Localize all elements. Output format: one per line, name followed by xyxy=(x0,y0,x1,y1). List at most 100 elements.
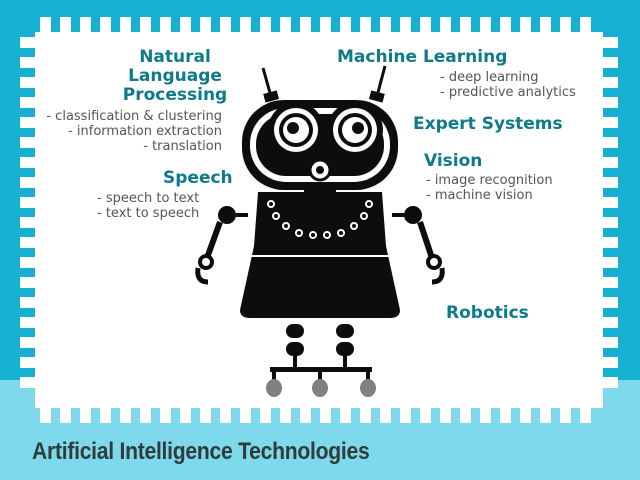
frame-segment xyxy=(602,177,618,188)
frame-segment xyxy=(520,407,531,423)
frame-segment xyxy=(220,407,231,423)
frame-segment xyxy=(220,17,231,33)
frame-segment xyxy=(180,407,191,423)
frame-segment xyxy=(300,17,311,33)
frame-segment xyxy=(602,337,618,348)
frame-segment xyxy=(100,407,111,423)
frame-segment xyxy=(400,17,411,33)
frame-segment xyxy=(60,407,71,423)
frame-segment xyxy=(160,407,171,423)
frame-segment xyxy=(20,357,36,368)
frame-segment xyxy=(602,77,618,88)
frame-segment xyxy=(560,17,571,33)
frame-segment xyxy=(280,407,291,423)
frame-segment xyxy=(200,17,211,33)
frame-segment xyxy=(460,17,471,33)
frame-segment xyxy=(20,257,36,268)
frame-segment xyxy=(580,407,591,423)
frame-segment xyxy=(20,177,36,188)
frame-segment xyxy=(240,17,251,33)
frame-segment xyxy=(120,17,131,33)
speech-item: - text to speech xyxy=(97,206,200,221)
frame-segment xyxy=(80,407,91,423)
frame-segment xyxy=(420,17,431,33)
frame-segment xyxy=(120,407,131,423)
frame-segment xyxy=(20,197,36,208)
frame-segment xyxy=(300,407,311,423)
frame-segment xyxy=(160,17,171,33)
frame-segment xyxy=(602,97,618,108)
frame-segment xyxy=(602,257,618,268)
robotics-heading: Robotics xyxy=(446,303,529,323)
speech-heading: Speech xyxy=(163,168,233,188)
vision-item: - machine vision xyxy=(426,188,533,203)
frame-segment xyxy=(400,407,411,423)
frame-segment xyxy=(60,17,71,33)
frame-segment xyxy=(240,407,251,423)
nlp-heading-line: Processing xyxy=(122,85,228,105)
frame-segment xyxy=(602,237,618,248)
nlp-item: - translation xyxy=(143,139,222,154)
frame-segment xyxy=(420,407,431,423)
frame-segment xyxy=(200,407,211,423)
expert-systems-heading: Expert Systems xyxy=(413,114,563,134)
vision-heading: Vision xyxy=(424,151,483,171)
frame-segment xyxy=(580,17,591,33)
frame-segment xyxy=(140,17,151,33)
frame-segment xyxy=(260,407,271,423)
frame-segment xyxy=(20,157,36,168)
frame-segment xyxy=(520,17,531,33)
frame-segment xyxy=(500,17,511,33)
frame-segment xyxy=(20,137,36,148)
frame-segment xyxy=(340,17,351,33)
frame-segment xyxy=(20,377,36,388)
frame-segment xyxy=(602,377,618,388)
frame-segment xyxy=(480,407,491,423)
frame-segment xyxy=(20,117,36,128)
frame-segment xyxy=(180,17,191,33)
frame-segment xyxy=(20,97,36,108)
nlp-item: - classification & clustering xyxy=(46,109,222,124)
nlp-heading: Natural Language Processing xyxy=(120,48,230,105)
frame-segment xyxy=(280,17,291,33)
nlp-item: - information extraction xyxy=(68,124,222,139)
speech-item: - speech to text xyxy=(97,191,200,206)
frame-segment xyxy=(320,407,331,423)
frame-segment xyxy=(602,157,618,168)
machine-learning-item: - predictive analytics xyxy=(440,85,576,100)
frame-segment xyxy=(560,407,571,423)
frame-segment xyxy=(380,17,391,33)
frame-segment xyxy=(40,407,51,423)
vision-items: - image recognition - machine vision xyxy=(426,173,553,203)
frame-segment xyxy=(440,407,451,423)
frame-segment xyxy=(460,407,471,423)
frame-segment xyxy=(20,57,36,68)
frame-segment xyxy=(360,17,371,33)
frame-segment xyxy=(340,407,351,423)
frame-segment xyxy=(80,17,91,33)
frame-segment xyxy=(602,357,618,368)
frame-segment xyxy=(40,17,51,33)
frame-segment xyxy=(360,407,371,423)
frame-segment xyxy=(602,117,618,128)
frame-segment xyxy=(20,237,36,248)
frame-segment xyxy=(602,197,618,208)
nlp-heading-line: Language xyxy=(128,66,222,86)
frame-segment xyxy=(320,17,331,33)
frame-segment xyxy=(500,407,511,423)
frame-segment xyxy=(602,217,618,228)
frame-segment xyxy=(20,297,36,308)
frame-segment xyxy=(20,317,36,328)
vision-item: - image recognition xyxy=(426,173,553,188)
machine-learning-items: - deep learning - predictive analytics xyxy=(440,70,576,100)
nlp-items: - classification & clustering - informat… xyxy=(20,109,222,154)
frame-segment xyxy=(20,217,36,228)
frame-segment xyxy=(602,57,618,68)
nlp-heading-line: Natural xyxy=(139,47,211,67)
robot-illustration xyxy=(195,65,445,397)
frame-segment xyxy=(602,317,618,328)
frame-segment xyxy=(140,407,151,423)
machine-learning-item: - deep learning xyxy=(440,70,539,85)
frame-segment xyxy=(602,297,618,308)
